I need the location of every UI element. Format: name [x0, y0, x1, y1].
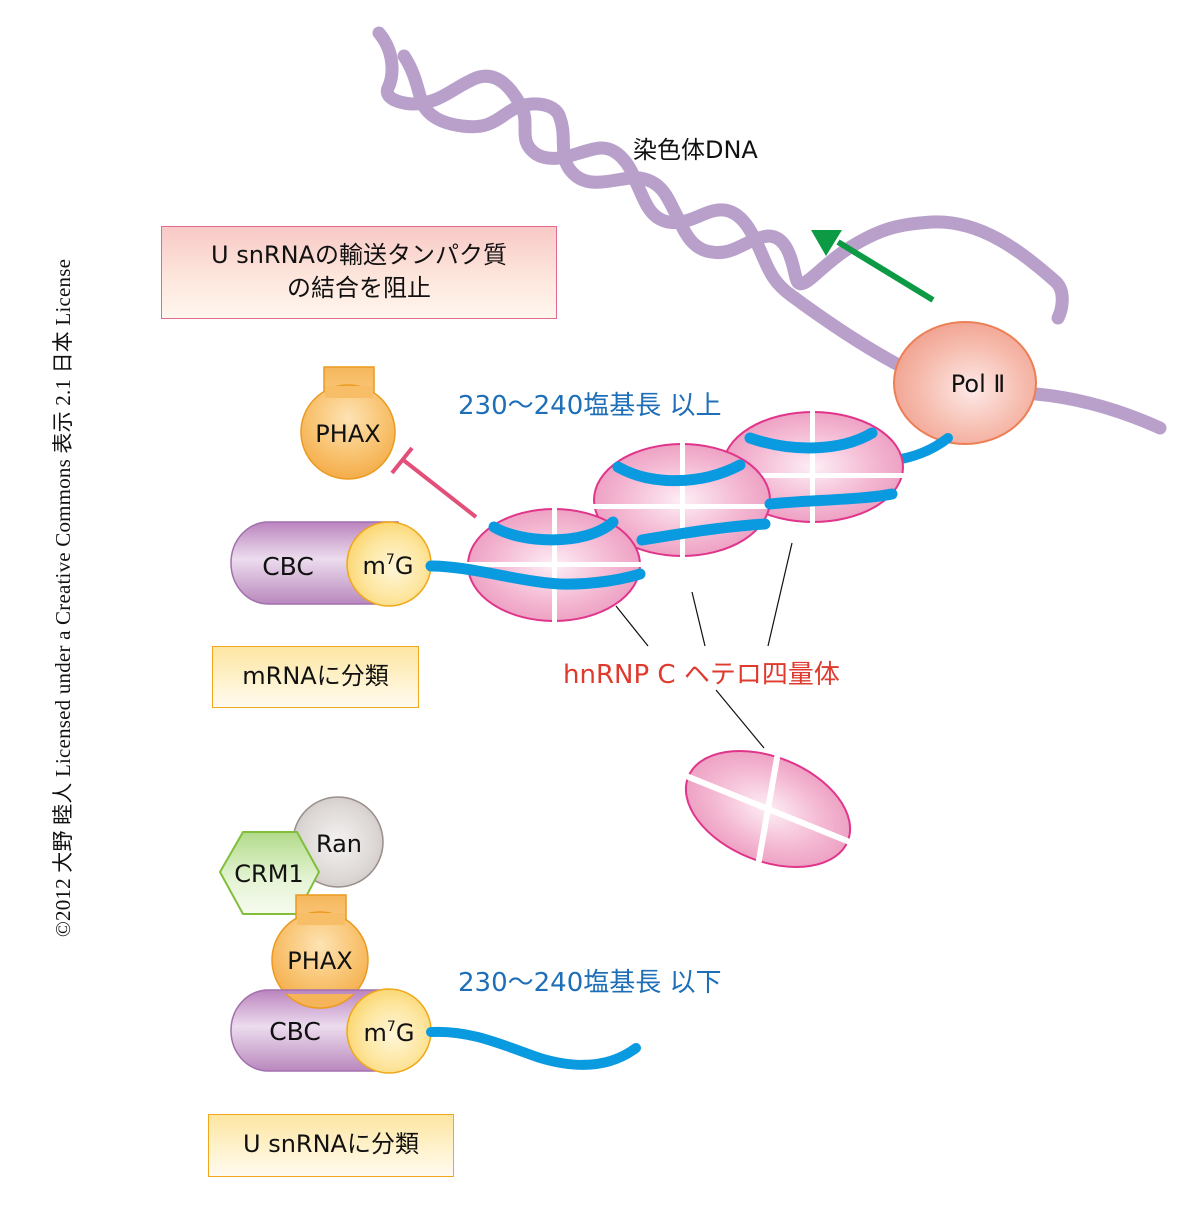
lower-phax: PHAX: [271, 894, 369, 1009]
usnrna-classification-box: U snRNAに分類: [208, 1114, 454, 1177]
chromosomal-dna: [372, 26, 1167, 435]
lower-cbc-label: CBC: [269, 1017, 321, 1046]
rna-wrap-3-bottom: [764, 488, 898, 510]
short-rna: [426, 1026, 641, 1070]
transcription-direction-arrow: [811, 230, 935, 303]
rna-wrap-1-top: [488, 516, 619, 546]
crm1: CRM1: [218, 831, 321, 915]
block-annotation-line1: U snRNAの輸送タンパク質: [211, 241, 507, 269]
lower-phax-overlap: [285, 993, 355, 1009]
lower-cap-label: m7G: [364, 1019, 415, 1047]
upper-cap-label: m7G: [363, 552, 414, 580]
rna-wrap-2-bottom: [636, 518, 771, 546]
mrna-classification-box: mRNAに分類: [212, 646, 419, 708]
block-annotation-box: U snRNAの輸送タンパク質 の結合を阻止: [161, 226, 557, 319]
rna-wrap-3-top: [744, 427, 878, 454]
dna-strand-b: [397, 49, 1069, 325]
upper-cbc-label: CBC: [262, 552, 314, 581]
length-below-label: 230〜240塩基長 以下: [458, 968, 722, 998]
block-annotation-line2: の結合を阻止: [287, 274, 431, 302]
upper-phax: PHAX: [300, 366, 396, 480]
pol-ii: Pol Ⅱ: [893, 321, 1037, 445]
ran-label: Ran: [316, 830, 362, 858]
upper-phax-label: PHAX: [315, 420, 380, 448]
hnrnp-leader-lines: [615, 542, 793, 749]
lower-phax-label: PHAX: [287, 947, 352, 975]
free-hnrnp-c-tetramer: [684, 750, 852, 868]
copyright-notice: ©2012 大野 睦人 Licensed under a Creative Co…: [51, 258, 75, 938]
hnrnp-c-label: hnRNP C ヘテロ四量体: [563, 660, 840, 690]
rna-cap-to-particle: [425, 560, 646, 590]
dna-strand-a: [372, 26, 919, 379]
upper-cbc-cap-complex: CBC m7G: [230, 521, 432, 607]
lower-cbc-cap-complex: CBC m7G: [230, 988, 432, 1074]
pol-ii-label: Pol Ⅱ: [951, 370, 1005, 398]
dna-label: 染色体DNA: [633, 136, 758, 164]
rna-wrap-2-top: [612, 459, 746, 487]
arrow-head-icon: [811, 230, 842, 256]
crm1-label: CRM1: [234, 860, 303, 888]
dna-downstream: [1029, 387, 1167, 435]
inhibition-symbol: [390, 446, 478, 519]
pol-ii-shape: [893, 321, 1037, 445]
rna-exit-segment: [890, 433, 953, 465]
length-above-label: 230〜240塩基長 以上: [458, 391, 722, 421]
